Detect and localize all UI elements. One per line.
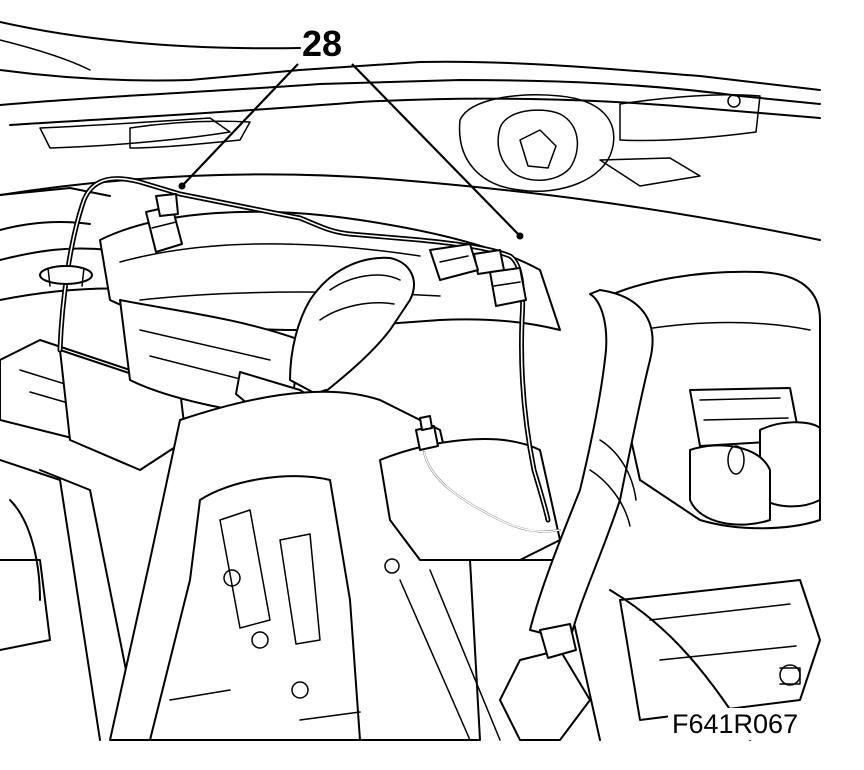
harness-grommet: [39, 265, 93, 287]
hose: [499, 289, 654, 741]
harness-clip-right: [473, 249, 527, 307]
steering-column: [599, 270, 821, 721]
support-bracket: [109, 390, 601, 741]
left-structure: [0, 187, 187, 741]
dash-connector: [429, 243, 479, 281]
harness-clip-left: [145, 193, 183, 253]
callout-leader-lines: [178, 63, 524, 240]
sensor-wire: [415, 415, 561, 533]
dashboard-panel: [0, 21, 821, 241]
figure-code: F641R067: [668, 708, 803, 740]
callout-label: 28: [302, 23, 343, 64]
wiring-harness-28: [57, 176, 551, 523]
